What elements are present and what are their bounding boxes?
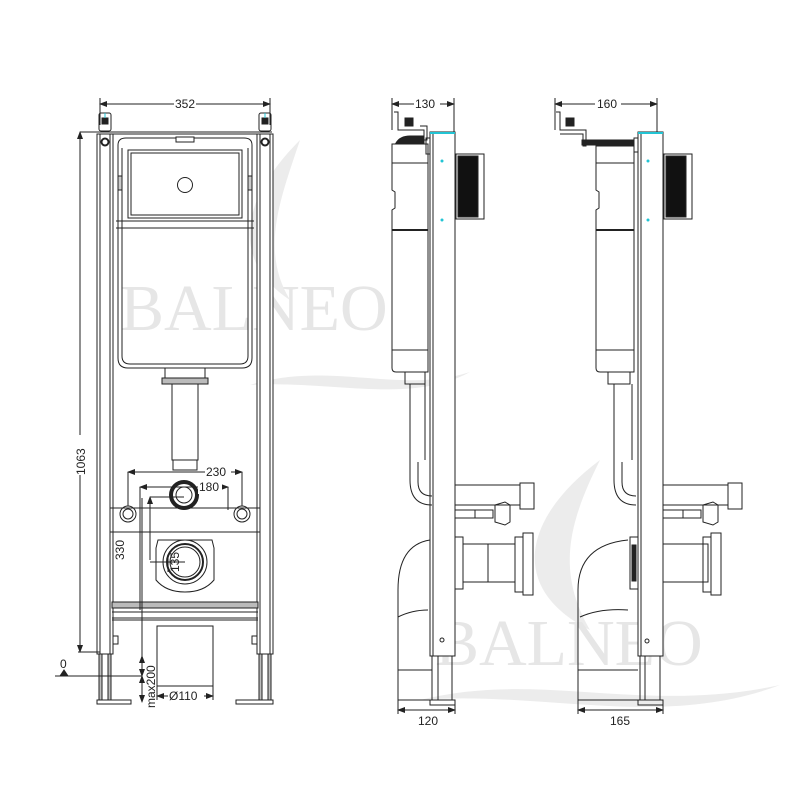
side-view-minimum-depth (391, 95, 535, 714)
dim-base-depth-max: 165 (610, 714, 630, 728)
watermark-text-top: BALNEO (120, 272, 388, 345)
front-view (55, 95, 274, 705)
dim-top-depth-min: 130 (415, 97, 435, 111)
dim-outlet-diameter: 135 (168, 552, 182, 572)
dim-leg-extension: max200 (144, 665, 158, 708)
side-view-maximum-depth (554, 95, 743, 714)
dim-outlet-height: 330 (113, 540, 127, 560)
dim-base-depth-min: 120 (418, 714, 438, 728)
dim-stud-spacing-inner: 180 (199, 480, 219, 494)
dim-top-depth-max: 160 (597, 97, 617, 111)
dim-drain-diameter: Ø110 (169, 689, 198, 703)
watermark-logo-top: BALNEO (120, 140, 470, 390)
dim-stud-spacing-outer: 230 (206, 465, 226, 479)
dim-overall-height: 1063 (74, 448, 88, 475)
floor-level-mark: 0 (60, 657, 67, 671)
dim-overall-width: 352 (175, 97, 195, 111)
